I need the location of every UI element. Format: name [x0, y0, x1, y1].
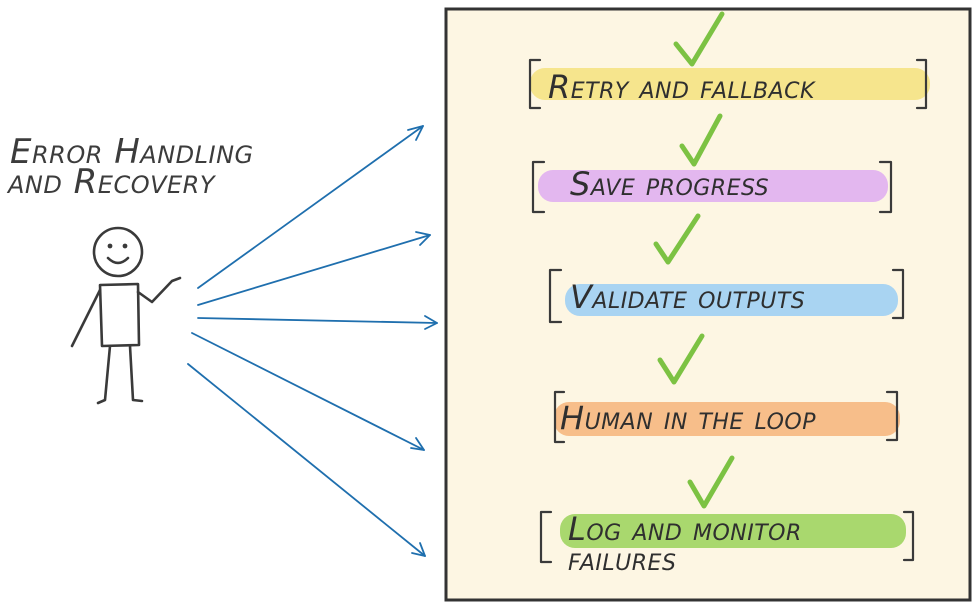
title-line-1: Error Handling — [10, 132, 254, 172]
step-3: Validate outputs — [548, 213, 905, 324]
step-label: Log and monitor — [568, 510, 802, 548]
bracket-right — [902, 510, 915, 562]
figure-right-arm — [136, 276, 182, 304]
check-icon — [673, 11, 725, 67]
check-icon — [653, 213, 701, 265]
figure-left-leg — [96, 344, 112, 405]
check-icon — [687, 455, 735, 509]
arrows — [187, 125, 438, 557]
bracket-left — [528, 58, 542, 110]
step-highlight — [538, 170, 888, 202]
step-label: Save progress — [570, 165, 769, 203]
bracket-left — [548, 268, 563, 324]
step-2: Save progress — [531, 113, 893, 214]
arrow-1 — [197, 125, 424, 289]
stick-figure — [70, 226, 182, 405]
step-label-line-2: failures — [568, 540, 676, 578]
check-icon — [657, 333, 705, 385]
steps-list: Retry and fallback Save progress Validat… — [528, 11, 930, 578]
figure-torso — [98, 282, 141, 348]
check-icon — [679, 113, 723, 167]
step-highlight — [554, 402, 900, 436]
arrow-2 — [197, 231, 431, 306]
step-label: Validate outputs — [570, 278, 805, 316]
figure-head — [92, 226, 144, 278]
step-5: Log and monitor failures — [539, 455, 915, 578]
arrow-5 — [187, 363, 426, 557]
figure-eye-left — [107, 243, 113, 249]
figure-eye-right — [122, 243, 128, 249]
figure-right-leg — [128, 344, 144, 403]
bracket-right — [885, 390, 899, 442]
bracket-left — [539, 510, 553, 564]
bracket-left — [553, 390, 566, 444]
step-label: Retry and fallback — [548, 68, 816, 106]
bracket-right — [915, 58, 928, 110]
figure-left-arm — [70, 288, 102, 348]
step-highlight — [560, 514, 906, 548]
bracket-right — [878, 160, 893, 214]
step-highlight — [565, 284, 898, 316]
step-4: Human in the loop — [553, 333, 900, 444]
step-1: Retry and fallback — [528, 11, 930, 110]
arrow-4 — [191, 332, 425, 451]
diagram-title: Error Handling and Recovery — [6, 132, 254, 202]
bracket-right — [891, 268, 905, 320]
title-line-2: and Recovery — [6, 162, 217, 202]
step-label: Human in the loop — [560, 399, 816, 437]
step-highlight — [530, 68, 930, 100]
arrow-3 — [197, 315, 438, 330]
figure-smile — [106, 256, 130, 265]
bracket-left — [531, 160, 546, 214]
